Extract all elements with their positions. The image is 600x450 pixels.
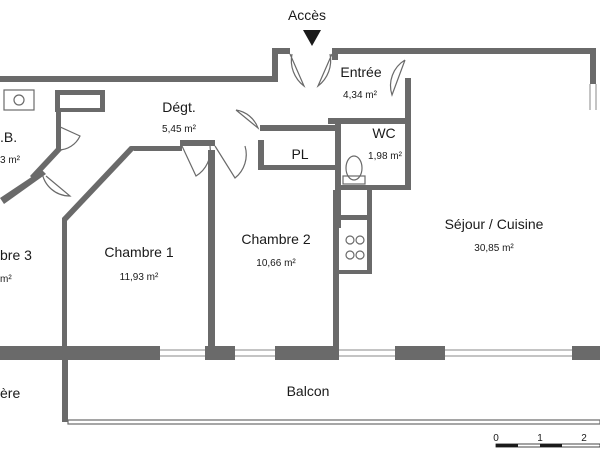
room-name-entree: Entrée xyxy=(340,64,381,80)
room-area-entree: 4,34 m² xyxy=(343,90,378,101)
fixtures xyxy=(3,89,366,260)
door-swings xyxy=(41,53,406,197)
scale-bar: 0 1 2 xyxy=(493,433,600,448)
room-area-sejour: 30,85 m² xyxy=(474,243,514,254)
room-area-degt: 5,45 m² xyxy=(162,124,197,135)
room-name-sejour: Séjour / Cuisine xyxy=(445,216,544,232)
room-name-chambre1: Chambre 1 xyxy=(104,244,173,260)
windows xyxy=(160,84,597,357)
room-name-balcon: Balcon xyxy=(287,383,330,399)
sink-icon xyxy=(345,235,355,245)
room-name-left-cut: ère xyxy=(0,385,20,401)
room-name-sdb: .B. xyxy=(0,129,17,145)
room-name-wc: WC xyxy=(372,125,395,141)
room-area-chambre3: m² xyxy=(0,274,12,285)
room-area-chambre2: 10,66 m² xyxy=(256,258,296,269)
washbasin-icon xyxy=(3,89,35,111)
entrance-arrow-icon xyxy=(303,30,321,46)
room-name-degt: Dégt. xyxy=(162,99,195,115)
entrance-label: Accès xyxy=(288,7,326,23)
room-name-chambre2: Chambre 2 xyxy=(241,231,310,247)
walls xyxy=(0,48,600,425)
room-area-wc: 1,98 m² xyxy=(368,151,403,162)
toilet-icon xyxy=(345,155,363,181)
room-name-pl: PL xyxy=(291,146,308,162)
room-area-chambre1: 11,93 m² xyxy=(120,272,159,283)
scale-tick-1: 1 xyxy=(537,433,543,444)
room-name-chambre3: bre 3 xyxy=(0,247,32,263)
scale-tick-2: 2 xyxy=(581,433,587,444)
room-area-sdb: 3 m² xyxy=(0,155,21,166)
scale-tick-0: 0 xyxy=(493,433,499,444)
